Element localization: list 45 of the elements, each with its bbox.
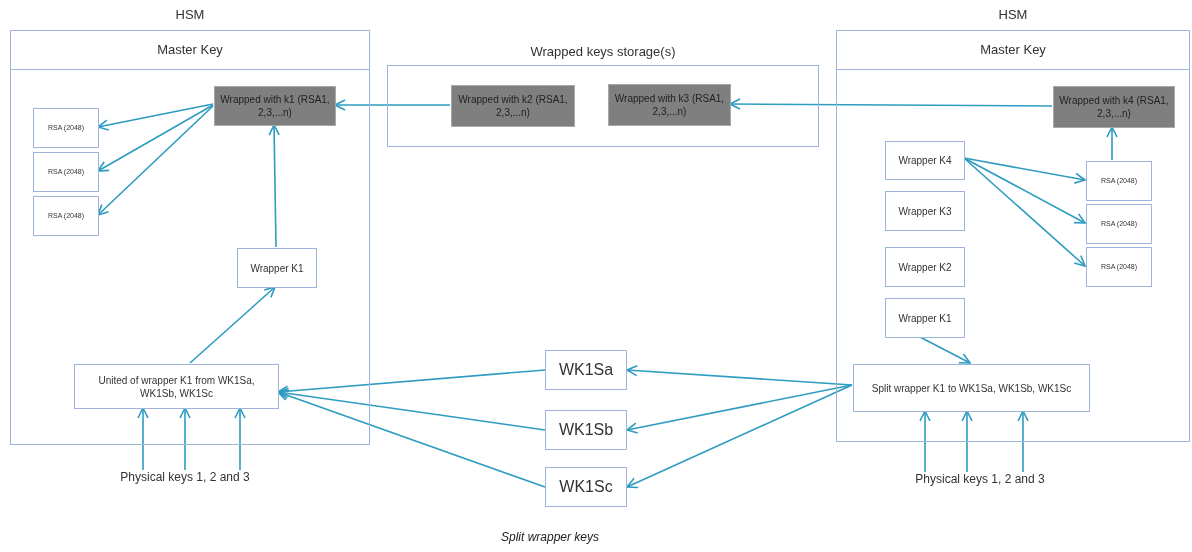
arrow	[963, 157, 1086, 267]
process-box: WK1Sb	[545, 410, 627, 450]
caption-note: Split wrapper keys	[499, 530, 600, 544]
arrow	[179, 407, 191, 471]
hsm-heading: HSM	[997, 7, 1029, 22]
arrow	[268, 124, 280, 248]
wrapped-key-box: Wrapped with k2 (RSA1, 2,3,...n)	[451, 85, 575, 127]
arrow	[234, 407, 246, 471]
master-key-heading: Master Key	[156, 42, 224, 57]
arrow	[137, 407, 149, 471]
process-box: Wrapper K3	[885, 191, 965, 231]
arrow	[626, 384, 853, 434]
arrow	[963, 157, 1086, 224]
arrow	[277, 369, 546, 397]
process-box: WK1Sa	[545, 350, 627, 390]
arrow	[626, 364, 853, 386]
process-box: Wrapper K1	[237, 248, 317, 288]
process-box: Split wrapper K1 to WK1Sa, WK1Sb, WK1Sc	[853, 364, 1090, 412]
wrapped-key-box: Wrapped with k4 (RSA1, 2,3,...n)	[1053, 86, 1175, 128]
storage-heading: Wrapped keys storage(s)	[529, 44, 677, 59]
arrow	[919, 336, 971, 364]
arrow	[97, 104, 214, 172]
hsm-heading: HSM	[174, 7, 206, 22]
arrow	[97, 105, 214, 216]
physical-keys-label: Physical keys 1, 2 and 3	[900, 472, 1060, 490]
process-box: United of wrapper K1 from WK1Sa, WK1Sb, WK1Sc	[74, 364, 279, 409]
arrow	[963, 157, 1086, 184]
wrapped-key-box: Wrapped with k1 (RSA1, 2,3,...n)	[214, 86, 336, 126]
arrow	[189, 286, 276, 364]
arrow	[1017, 410, 1029, 473]
arrow	[97, 103, 214, 131]
process-box: Wrapper K2	[885, 247, 965, 287]
arrow	[277, 389, 546, 488]
master-key-heading: Master Key	[979, 42, 1047, 57]
physical-keys-label: Physical keys 1, 2 and 3	[105, 470, 265, 488]
arrow	[919, 410, 931, 473]
process-box: WK1Sc	[545, 467, 627, 507]
arrow	[334, 99, 451, 111]
process-box: Wrapper K4	[885, 141, 965, 180]
arrow	[729, 98, 1053, 110]
arrow	[961, 410, 973, 473]
arrow	[1106, 126, 1118, 161]
arrow	[626, 384, 853, 489]
process-box: Wrapper K1	[885, 298, 965, 338]
wrapped-key-box: Wrapped with k3 (RSA1, 2,3,...n)	[608, 84, 731, 126]
